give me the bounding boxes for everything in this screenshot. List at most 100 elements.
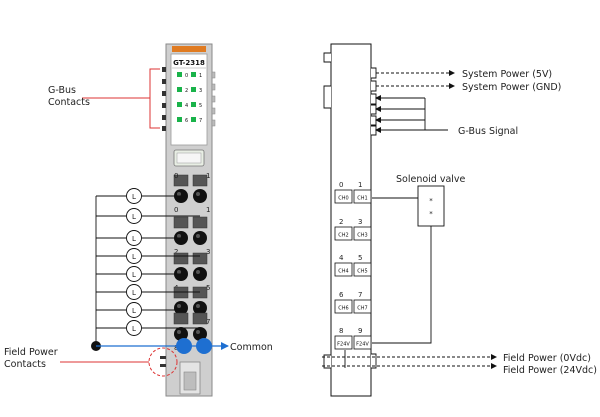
terminal-hole	[193, 231, 207, 245]
terminal-release-slot	[192, 312, 208, 325]
load-symbol	[126, 208, 142, 224]
terminal-number: 0	[174, 206, 178, 214]
terminal-release-slot	[173, 216, 189, 229]
load-symbol	[126, 266, 142, 282]
load-symbol	[126, 302, 142, 318]
channel-box	[334, 226, 353, 241]
terminal-hole	[193, 189, 207, 203]
gbus-contact-pins	[162, 67, 166, 131]
terminal-release-slot	[173, 312, 189, 325]
led-label: 1	[199, 73, 202, 79]
terminal-number: 7	[206, 318, 210, 326]
led-label: 4	[185, 103, 188, 109]
load-symbol	[126, 248, 142, 264]
common-label: Common	[230, 342, 273, 353]
led-label: 5	[199, 103, 202, 109]
field-power-contacts-callout: Field Power Contacts	[4, 347, 178, 377]
channel-box-label: CH1	[357, 196, 367, 202]
terminal-release-slot	[192, 174, 208, 187]
solenoid-valve-box	[417, 185, 445, 227]
channel-number: 5	[358, 254, 362, 262]
solenoid-mark-1: *	[429, 197, 433, 205]
load-symbol-label: L	[132, 253, 136, 261]
gbus-pin	[162, 67, 166, 72]
channel-boxes: 0CH01CH12CH23CH34CH45CH56CH67CH78F24V9F2…	[334, 181, 372, 350]
channel-number: 1	[358, 181, 362, 189]
load-symbol	[126, 230, 142, 246]
field-power-contacts-label-line2: Contacts	[4, 359, 46, 370]
channel-box	[334, 189, 353, 204]
channel-box-label: CH3	[357, 233, 367, 239]
load-symbol-label: L	[132, 235, 136, 243]
channel-box-label: F24V	[356, 342, 369, 348]
gbus-contacts-label-line1: G-Bus	[48, 85, 76, 96]
status-led	[191, 72, 196, 77]
side-notch	[211, 95, 216, 103]
solenoid-valve-label: Solenoid valve	[396, 174, 466, 185]
load-symbol-label: L	[132, 289, 136, 297]
channel-number: 2	[339, 218, 343, 226]
status-led	[177, 102, 182, 107]
led-label: 2	[185, 88, 188, 94]
channel-box	[334, 335, 353, 350]
channel-box-label: CH0	[338, 196, 348, 202]
channel-box-label: CH7	[357, 306, 367, 312]
status-led	[191, 102, 196, 107]
gbus-pin	[162, 79, 166, 84]
status-led	[177, 117, 182, 122]
terminal-number-top: 0	[174, 172, 178, 180]
load-symbol	[126, 320, 142, 336]
led-label: 0	[185, 73, 188, 79]
channel-number: 4	[339, 254, 344, 262]
side-notch	[211, 119, 216, 127]
channel-box-label: CH6	[338, 306, 348, 312]
terminal-hole	[193, 327, 207, 341]
status-led	[177, 72, 182, 77]
led-label: 6	[185, 118, 188, 124]
terminal-block: 012345678901	[173, 172, 210, 352]
field-power-0v-label: Field Power (0Vdc)	[503, 353, 591, 364]
channel-number: 6	[339, 291, 344, 299]
system-power-5v-label: System Power (5V)	[462, 69, 552, 80]
gbus-pin	[162, 115, 166, 120]
load-symbol-label: L	[132, 193, 136, 201]
terminal-number: 1	[206, 206, 210, 214]
terminal-hole	[174, 327, 188, 341]
terminal-number: 5	[206, 284, 210, 292]
channel-box	[334, 299, 353, 314]
terminal-hole	[193, 301, 207, 315]
schematic-bus-connectors	[323, 52, 377, 369]
system-power-gnd-label: System Power (GND)	[462, 82, 561, 93]
load-symbol-label: L	[132, 213, 136, 221]
channel-box	[334, 262, 353, 277]
gbus-contacts-label-line2: Contacts	[48, 97, 90, 108]
terminal-release-slot	[173, 286, 189, 299]
terminal-release-slot	[192, 216, 208, 229]
terminal-release-slot	[192, 286, 208, 299]
led-label: 3	[199, 88, 202, 94]
terminal-number: 8	[174, 344, 178, 352]
gbus-signal-label: G-Bus Signal	[458, 126, 518, 137]
status-led	[177, 87, 182, 92]
channel-box	[353, 262, 372, 277]
channel-box	[353, 335, 372, 350]
schematic: System Power (5V) System Power (GND) G-B…	[322, 43, 597, 397]
field-power-pin	[160, 356, 166, 359]
gbus-pin	[162, 103, 166, 108]
channel-number: 3	[358, 218, 362, 226]
solenoid-mark-2: *	[429, 210, 433, 218]
terminal-release-slot	[173, 252, 189, 265]
module-model: GT-2318	[173, 59, 205, 67]
field-power-24v-label: Field Power (24Vdc)	[503, 365, 597, 376]
status-led	[191, 87, 196, 92]
module-orange-tab	[172, 46, 206, 52]
gbus-pin	[162, 126, 166, 131]
channel-box-label: CH4	[338, 269, 348, 275]
load-symbol	[126, 284, 142, 300]
load-symbol-label: L	[132, 307, 136, 315]
channel-number: 8	[339, 327, 343, 335]
channel-box-label: CH5	[357, 269, 367, 275]
module-side-notches	[211, 71, 216, 127]
